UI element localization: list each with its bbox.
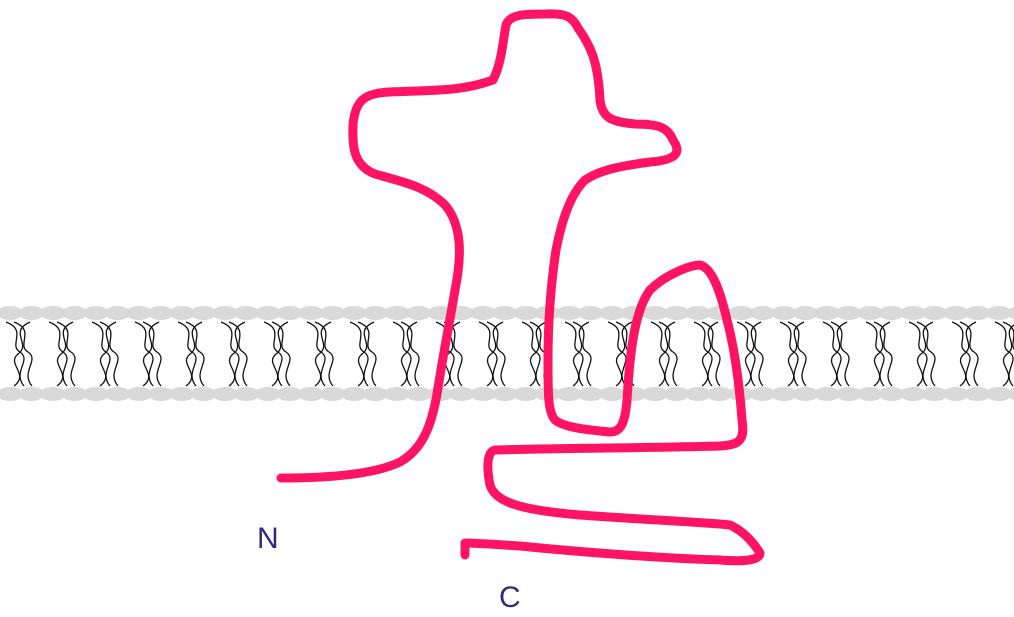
lipid-heads-inner-leaflet xyxy=(0,387,1014,401)
lipid-tail xyxy=(264,322,282,386)
lipid-tail xyxy=(221,322,239,386)
lipid-tail xyxy=(135,322,153,386)
lipid-tail xyxy=(995,322,1013,386)
lipid-tail xyxy=(952,322,970,386)
lipid-bilayer-membrane xyxy=(0,306,1014,401)
lipid-tail xyxy=(479,322,497,386)
lipid-tail xyxy=(307,322,325,386)
lipid-tail xyxy=(909,322,927,386)
lipid-heads-outer-leaflet xyxy=(0,306,1014,320)
lipid-tail xyxy=(49,322,67,386)
lipid-tail xyxy=(823,322,841,386)
lipid-tail xyxy=(780,322,798,386)
c-terminus-label: C xyxy=(499,583,521,613)
lipid-tail xyxy=(393,322,411,386)
lipid-tail xyxy=(6,322,24,386)
lipid-tail xyxy=(608,322,626,386)
lipid-tail xyxy=(1003,322,1014,386)
lipid-tail xyxy=(565,322,583,386)
lipid-head-top xyxy=(1008,306,1014,320)
lipid-tail xyxy=(350,322,368,386)
lipid-tail xyxy=(651,322,669,386)
lipid-tail xyxy=(92,322,110,386)
lipid-tails xyxy=(6,322,1014,386)
lipid-head-bottom xyxy=(1008,387,1014,401)
lipid-tail xyxy=(694,322,712,386)
protein-chain xyxy=(281,14,760,561)
lipid-tail xyxy=(866,322,884,386)
lipid-tail xyxy=(522,322,540,386)
lipid-tail xyxy=(178,322,196,386)
n-terminus-label: N xyxy=(257,524,279,554)
